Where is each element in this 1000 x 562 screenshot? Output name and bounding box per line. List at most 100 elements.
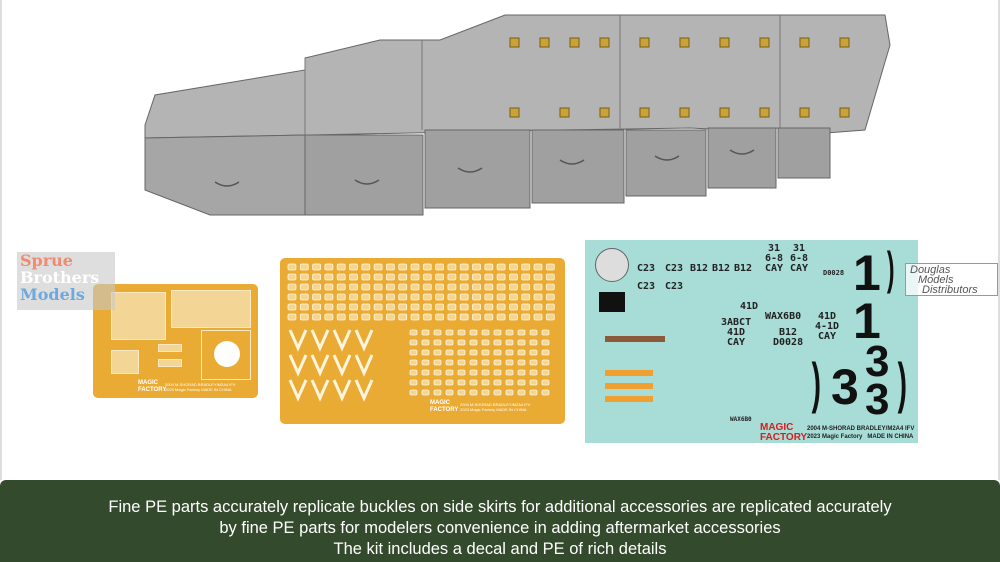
- caption-line: by fine PE parts for modelers convenienc…: [219, 519, 781, 537]
- pe-buckle: [398, 273, 408, 281]
- pe-buckle: [517, 339, 526, 346]
- pe-buckle: [484, 293, 494, 301]
- marking: C23: [665, 281, 684, 292]
- pe-buckle: [435, 313, 445, 321]
- pe-buckle: [545, 293, 555, 301]
- pe-buckle: [484, 313, 494, 321]
- stripe: [605, 396, 653, 402]
- chevron-mark-icon: ): [886, 242, 895, 294]
- pe-buckle: [517, 329, 526, 336]
- pe-buckle: [472, 293, 481, 301]
- pe-buckle: [472, 313, 481, 321]
- pe-buckle: [484, 273, 494, 281]
- pe-buckle: [435, 303, 445, 311]
- pe-buckle: [287, 283, 297, 291]
- pe-buckle: [459, 273, 469, 281]
- pe-buckle: [505, 369, 514, 376]
- info-line: 2004 M-SHORAD BRADLEY/M2A4 IFV: [460, 402, 531, 407]
- pe-buckle: [324, 303, 334, 311]
- pe-buckle: [529, 369, 538, 376]
- marking: 41D 4-1D CAY: [815, 311, 840, 342]
- pe-buckle: [435, 273, 445, 281]
- pe-buckle: [336, 273, 346, 281]
- skull-emblem-icon: [595, 248, 629, 282]
- pe-buckle: [484, 283, 494, 291]
- pe-buckle: [493, 359, 502, 366]
- caption-line: The kit includes a decal and PE of rich …: [333, 540, 667, 558]
- pe-buckle: [469, 349, 478, 356]
- pe-buckle: [517, 389, 526, 396]
- chevron-mark-icon: ): [897, 351, 907, 414]
- pe-buckle: [508, 273, 518, 281]
- pe-buckle: [493, 379, 502, 386]
- watermark-line: Douglas: [910, 264, 951, 276]
- pe-buckle: [324, 273, 334, 281]
- decal-sheet: C23 C23 C23 C23 B12 B12 B12 31 6-8 CAY 3…: [585, 240, 918, 443]
- pe-buckle: [410, 303, 420, 311]
- pe-buckle: [508, 293, 518, 301]
- pe-buckle: [386, 303, 395, 311]
- pe-buckle: [349, 273, 358, 281]
- pe-buckle: [445, 339, 454, 346]
- pe-strap: [332, 354, 352, 377]
- pe-buckle: [433, 349, 442, 356]
- sprue-brothers-watermark: Sprue Brothers Models: [17, 252, 115, 310]
- watermark-line: Distributors: [922, 284, 978, 296]
- pe-buckle: [459, 303, 469, 311]
- pe-buckle: [529, 379, 538, 386]
- pe-buckle: [299, 283, 309, 291]
- pe-strap: [288, 354, 308, 377]
- pe-buckle: [545, 313, 555, 321]
- pe-buckle: [533, 283, 543, 291]
- pe-buckle: [312, 263, 321, 271]
- pe-buckle: [493, 369, 502, 376]
- pe-buckle: [398, 263, 408, 271]
- pe-buckle: [373, 273, 383, 281]
- pe-buckle: [433, 389, 442, 396]
- pe-buckle: [361, 313, 371, 321]
- pe-buckle: [373, 263, 383, 271]
- brand-line: MAGIC: [138, 380, 158, 386]
- pe-buckle: [472, 263, 481, 271]
- pe-buckle: [433, 329, 442, 336]
- pe-buckle: [312, 303, 321, 311]
- douglas-models-watermark: Douglas Models Distributors: [905, 263, 998, 296]
- info-line: 2004 M-SHORAD BRADLEY/M2A4 IFV: [807, 426, 915, 432]
- pe-strap: [332, 379, 352, 402]
- pe-buckle: [496, 283, 506, 291]
- pe-buckle: [336, 263, 346, 271]
- pe-buckle: [541, 349, 550, 356]
- pe-buckle: [386, 293, 395, 301]
- pe-buckle: [481, 349, 490, 356]
- pe-buckle: [457, 329, 466, 336]
- pe-buckle: [493, 389, 502, 396]
- pe-buckle: [493, 339, 502, 346]
- pe-buckle: [409, 339, 418, 346]
- pe-buckle: [409, 329, 418, 336]
- marking: WAX6B0: [730, 416, 752, 423]
- pe-buckle: [445, 329, 454, 336]
- brand-line: FACTORY: [430, 407, 459, 413]
- pe-strap: [288, 329, 308, 352]
- pe-buckle: [421, 379, 430, 386]
- pe-buckle: [529, 329, 538, 336]
- pe-buckle: [517, 349, 526, 356]
- pe-buckle: [484, 263, 494, 271]
- pe-strap: [310, 354, 330, 377]
- big-number: 1: [853, 245, 881, 301]
- marking: 31 6-8 CAY: [765, 243, 784, 274]
- pe-buckle: [435, 263, 445, 271]
- pe-buckle: [541, 329, 550, 336]
- pe-buckle: [299, 303, 309, 311]
- pe-buckle: [409, 389, 418, 396]
- pe-buckle: [508, 303, 518, 311]
- pe-buckle: [505, 379, 514, 386]
- pe-buckle: [459, 283, 469, 291]
- pe-strap: [310, 329, 330, 352]
- pe-buckle: [336, 293, 346, 301]
- pe-buckle: [521, 283, 531, 291]
- pe-buckle: [508, 313, 518, 321]
- pe-buckle: [312, 283, 321, 291]
- pe-buckle: [422, 293, 432, 301]
